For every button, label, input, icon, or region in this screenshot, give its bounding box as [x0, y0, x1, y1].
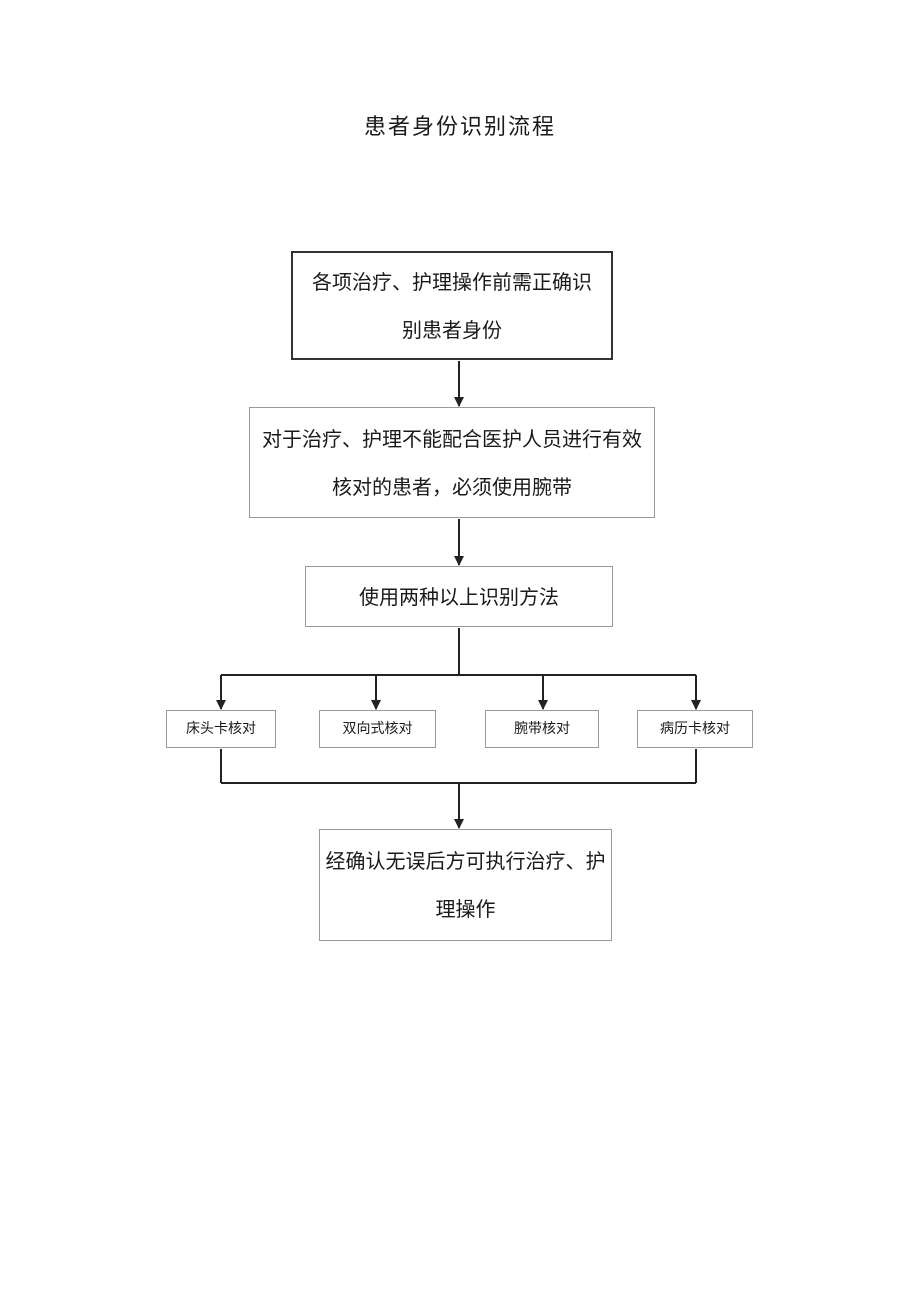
step-confirm-execute: 经确认无误后方可执行治疗、护理操作 — [319, 829, 612, 941]
method-wristband-check-text: 腕带核对 — [514, 721, 570, 737]
step-confirm-execute-text: 经确认无误后方可执行治疗、护理操作 — [325, 849, 606, 921]
step-identify-patient: 各项治疗、护理操作前需正确识别患者身份 — [291, 251, 613, 360]
method-bedside-card: 床头卡核对 — [166, 710, 276, 748]
method-bedside-card-text: 床头卡核对 — [186, 721, 256, 737]
method-medical-record-check: 病历卡核对 — [637, 710, 753, 748]
step-two-methods-text: 使用两种以上识别方法 — [359, 584, 559, 609]
method-two-way-check-text: 双向式核对 — [342, 721, 413, 737]
method-medical-record-check-text: 病历卡核对 — [660, 721, 730, 737]
step-wristband-required-text: 对于治疗、护理不能配合医护人员进行有效核对的患者，必须使用腕带 — [262, 426, 642, 499]
method-wristband-check: 腕带核对 — [485, 710, 599, 748]
method-two-way-check: 双向式核对 — [319, 710, 436, 748]
step-identify-patient-text: 各项治疗、护理操作前需正确识别患者身份 — [312, 269, 592, 342]
step-two-methods: 使用两种以上识别方法 — [305, 566, 613, 627]
step-wristband-required: 对于治疗、护理不能配合医护人员进行有效核对的患者，必须使用腕带 — [249, 407, 655, 518]
page-title: 患者身份识别流程 — [363, 115, 556, 140]
